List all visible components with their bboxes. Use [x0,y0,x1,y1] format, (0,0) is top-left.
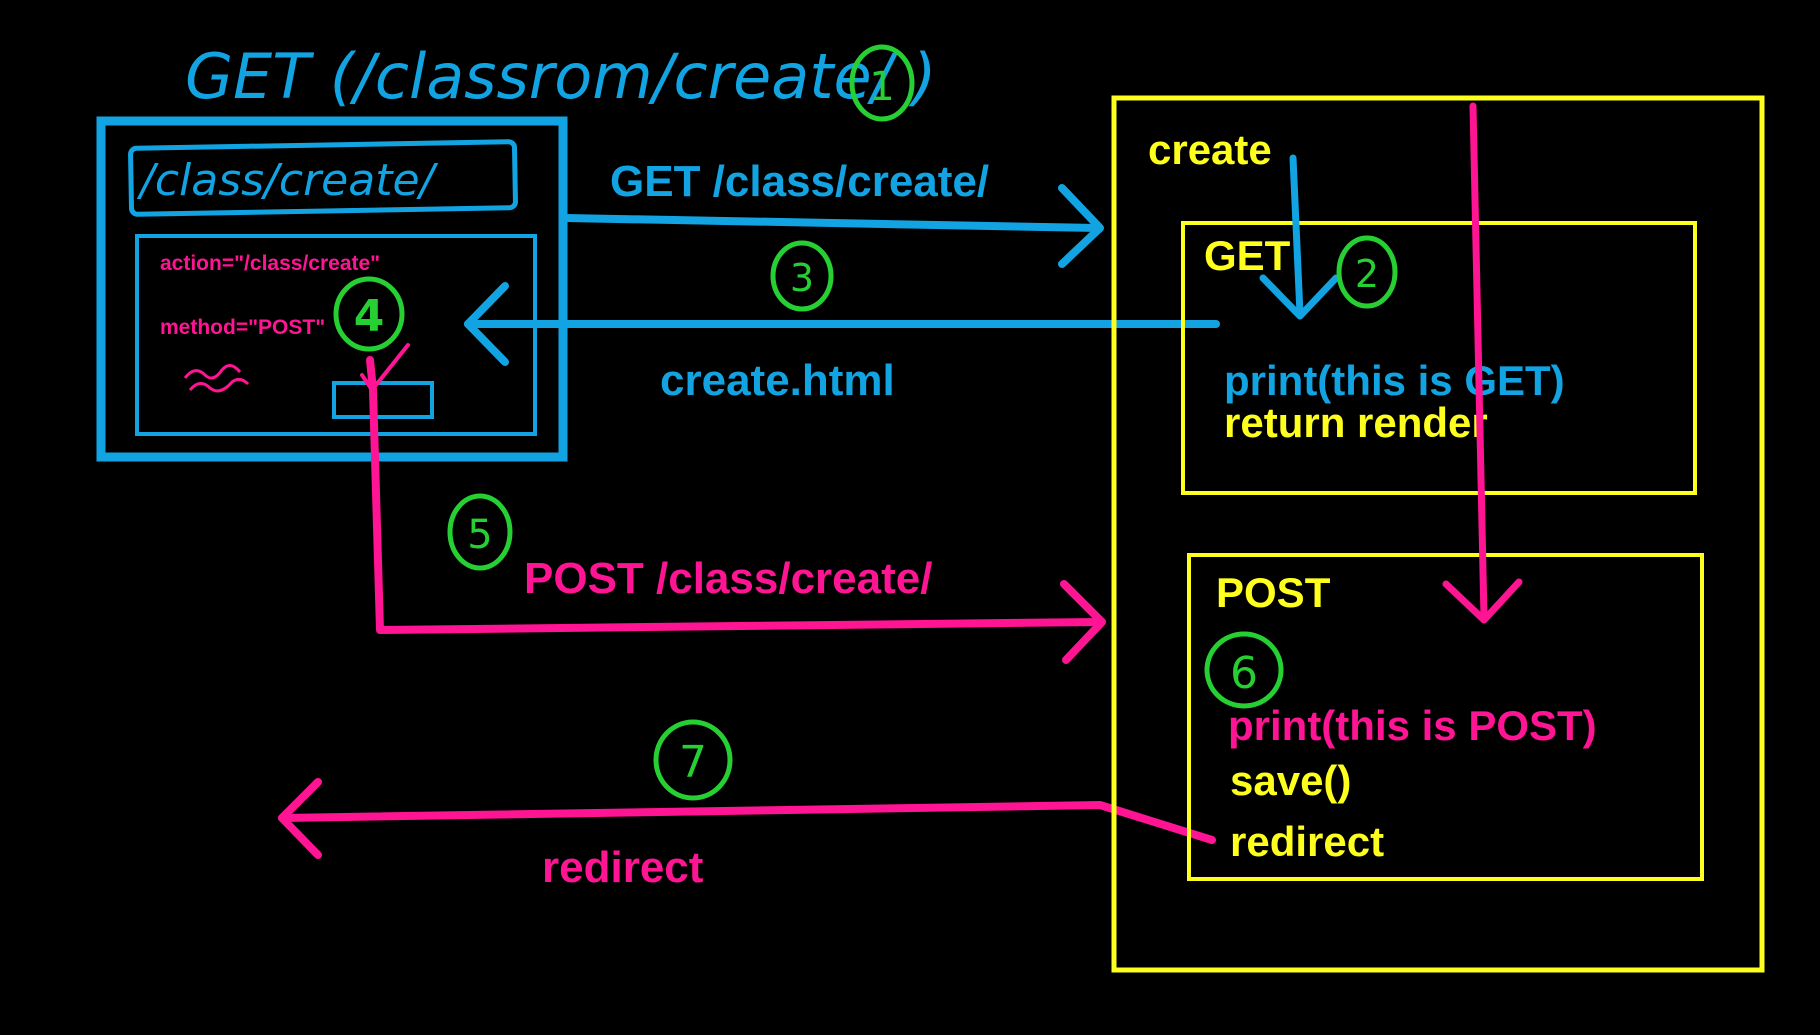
get-request-arrow [562,214,1102,232]
step-marker-5: 5 [447,493,513,571]
redirect-arrow [278,801,1216,844]
post-block [1187,553,1704,881]
step-marker-3: 3 [770,240,834,312]
get-route-arrowhead [1259,274,1340,320]
svg-text:2: 2 [1355,252,1379,296]
svg-text:4: 4 [354,291,385,342]
get-block-title: GET [1204,232,1291,279]
get-block-line2: return render [1224,399,1488,446]
submit-button[interactable] [332,381,434,419]
post-block-line3: redirect [1230,818,1384,865]
svg-text:1: 1 [869,64,894,110]
step-marker-7: 7 [653,719,733,801]
url-bar [128,139,518,217]
post-request-label: POST /class/create/ [524,554,932,603]
scribble-icon [183,364,250,393]
server-title: create [1148,126,1272,173]
post-block-line1: print(this is POST) [1228,702,1597,749]
step-marker-2: 2 [1336,235,1398,309]
step-marker-1: 1 [849,44,915,122]
step-marker-6: 6 [1204,631,1284,709]
form-method-text: method="POST" [160,316,325,339]
svg-text:7: 7 [679,737,707,788]
redirect-arrowhead [278,778,322,859]
post-route-arrow [1469,102,1488,622]
svg-text:6: 6 [1230,648,1258,699]
url-bar-text: /class/create/ [136,155,439,206]
form-box [135,234,537,436]
get-response-arrowhead [464,282,509,366]
post-route-arrowhead [1442,578,1523,624]
handwritten-title: GET (/classrom/create/ ) [185,40,936,113]
step-marker-4: 4 [333,276,405,352]
get-block [1181,221,1697,495]
redirect-label: redirect [542,843,704,892]
post-block-title: POST [1216,569,1331,616]
post-block-line2: save() [1230,757,1351,804]
get-route-arrow [1289,154,1304,318]
post-request-arrow [366,356,1104,634]
server-box [1111,95,1765,973]
submit-click-mark [360,343,410,394]
get-request-arrowhead [1058,184,1104,268]
browser-window [96,116,568,462]
get-response-label: create.html [660,356,895,405]
get-request-label: GET /class/create/ [610,157,989,206]
get-block-line1: print(this is GET) [1224,357,1565,404]
svg-text:5: 5 [467,512,492,558]
post-request-arrowhead [1060,580,1106,664]
form-action-text: action="/class/create" [160,252,380,275]
svg-text:3: 3 [790,256,814,300]
